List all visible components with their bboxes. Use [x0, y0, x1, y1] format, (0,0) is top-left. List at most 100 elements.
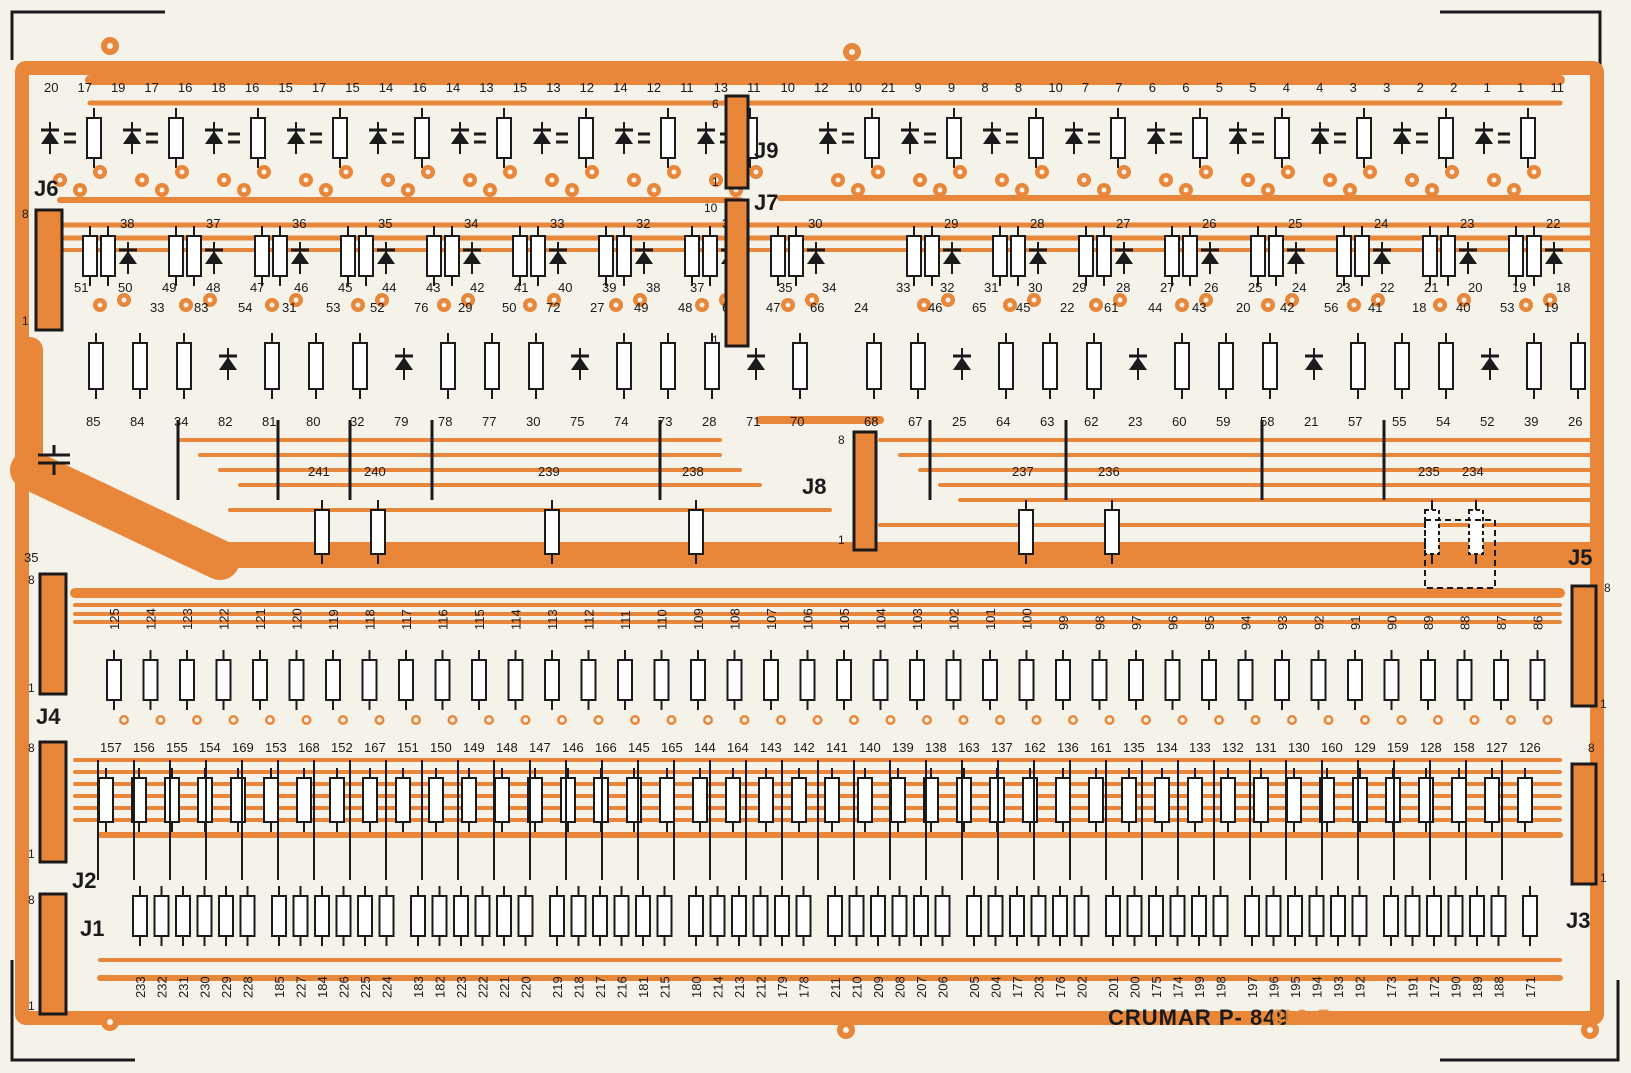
row2-resistor [616, 226, 632, 286]
mid-row-label: 159 [1387, 740, 1409, 755]
lower-row-label: 99 [1056, 616, 1071, 630]
lower-row-label: 109 [691, 608, 706, 630]
row2-bottom-label: 42 [470, 280, 484, 295]
bottom-row-label: 188 [1492, 976, 1507, 998]
bottom-resistor [218, 886, 234, 946]
bottom-row-label: 178 [797, 976, 812, 998]
row1-label: 5 [1216, 80, 1223, 95]
row3-diode [395, 348, 413, 380]
mid-row-label: 167 [364, 740, 386, 755]
row3-label: 42 [1280, 300, 1294, 315]
row2-resistor [684, 226, 700, 286]
row3-label: 53 [1500, 300, 1514, 315]
row2-diode [291, 242, 309, 274]
row2-resistor [1336, 226, 1352, 286]
row1-label: 10 [1048, 80, 1062, 95]
bottom-resistor [1330, 886, 1346, 946]
row3-bottom-label: 80 [306, 414, 320, 429]
row2-diode [1029, 242, 1047, 274]
row1-resistor [1028, 108, 1044, 168]
bottom-row-label: 202 [1075, 976, 1090, 998]
bottom-resistor [132, 886, 148, 946]
row1-label: 12 [580, 80, 594, 95]
bottom-row-label: 176 [1053, 976, 1068, 998]
row3-components: 3383543153527629507227494869476624466545… [86, 300, 1586, 500]
mid-resistor [296, 768, 312, 832]
row3-label: 61 [1104, 300, 1118, 315]
row1-label: 15 [513, 80, 527, 95]
row1-label: 16 [412, 80, 426, 95]
connector-J6-label: J6 [34, 176, 58, 201]
row2-diode [1115, 242, 1133, 274]
bottom-resistor [1212, 886, 1229, 946]
lower-row-label: 103 [910, 608, 925, 630]
svg-text:6: 6 [712, 97, 719, 111]
row3-label: 83 [194, 300, 208, 315]
bus-resistor-label: 241 [308, 464, 330, 479]
row3-label: 56 [1324, 300, 1338, 315]
row3-resistor [132, 333, 148, 399]
row1-diode [533, 122, 551, 154]
row2-bottom-label: 35 [778, 280, 792, 295]
bottom-row-label: 172 [1427, 976, 1442, 998]
bottom-resistor [1030, 886, 1047, 946]
row3-label: 54 [238, 300, 252, 315]
svg-text:1: 1 [28, 999, 35, 1013]
bottom-row-label: 196 [1267, 976, 1282, 998]
row2-bottom-label: 22 [1380, 280, 1394, 295]
row3-bottom-label: 67 [908, 414, 922, 429]
row1-resistor [250, 108, 266, 168]
bottom-row-label: 199 [1192, 976, 1207, 998]
row3-resistor [484, 333, 500, 399]
bottom-resistor [292, 886, 309, 946]
bottom-row-label: 225 [358, 976, 373, 998]
bottom-resistor [496, 886, 512, 946]
bottom-resistor [570, 886, 587, 946]
bus-resistor-label: 240 [364, 464, 386, 479]
bus-resistor-label: 236 [1098, 464, 1120, 479]
pcb-copper [10, 61, 1604, 1025]
lower-row-label: 123 [180, 608, 195, 630]
lower-row-label: 104 [874, 608, 889, 630]
lower-resistor [653, 650, 670, 710]
row3-bottom-label: 25 [952, 414, 966, 429]
row1-label: 14 [446, 80, 460, 95]
mid-row-label: 149 [463, 740, 485, 755]
row3-diode [1481, 348, 1499, 380]
lower-resistor [872, 650, 889, 710]
row1-diode [205, 122, 223, 154]
lower-resistor [1383, 650, 1400, 710]
bottom-row-label: 197 [1245, 976, 1260, 998]
row3-resistor [1438, 333, 1454, 399]
lower-row-label: 115 [472, 609, 487, 630]
row3-bottom-label: 21 [1304, 414, 1318, 429]
row2-resistor [1422, 226, 1438, 286]
lower-resistor [617, 650, 633, 710]
row2-label: 32 [636, 216, 650, 231]
bottom-resistor [474, 886, 491, 946]
row1-label: 10 [847, 80, 861, 95]
row2-bottom-label: 20 [1468, 280, 1482, 295]
bottom-resistor [1126, 886, 1143, 946]
bottom-resistor [688, 886, 704, 946]
row1-label: 11 [747, 80, 761, 95]
row2-bottom-label: 50 [118, 280, 132, 295]
svg-text:8: 8 [838, 433, 845, 447]
row3-bottom-label: 58 [1260, 414, 1274, 429]
bottom-resistor [196, 886, 213, 946]
bottom-row-label: 198 [1214, 976, 1229, 998]
row2-label: 30 [808, 216, 822, 231]
mid-row-label: 154 [199, 740, 221, 755]
row1-diode [615, 122, 633, 154]
capacitor-symbol [38, 445, 70, 475]
bottom-row-label: 203 [1032, 976, 1047, 998]
row3-bottom-label: 79 [394, 414, 408, 429]
row2-bottom-label: 32 [940, 280, 954, 295]
mid-row-label: 160 [1321, 740, 1343, 755]
row2-bottom-label: 33 [896, 280, 910, 295]
bottom-resistor [934, 886, 951, 946]
row3-label: 40 [1456, 300, 1470, 315]
lower-row-label: 113 [545, 609, 560, 630]
row1-resistor [1520, 108, 1536, 168]
